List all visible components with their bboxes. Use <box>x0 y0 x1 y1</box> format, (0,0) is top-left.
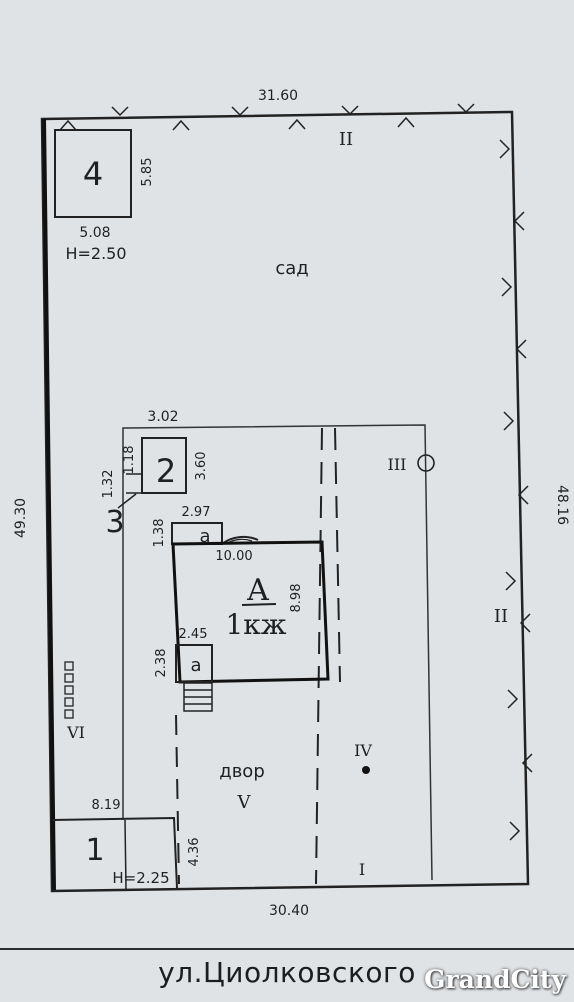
zone-IV: IV <box>354 741 372 760</box>
zone-I: I <box>359 860 365 879</box>
garden-label: сад <box>275 258 308 279</box>
annex-top-label: а <box>199 526 210 547</box>
building-3-number: 3 <box>105 505 124 540</box>
building-4-number: 4 <box>83 155 103 193</box>
building-4 <box>54 129 132 218</box>
building-1-height: H=2.25 <box>112 869 169 887</box>
house-depth: 8.98 <box>289 584 304 613</box>
bottom-left-length: 8.19 <box>92 798 121 813</box>
brand-watermark: GrandCity <box>424 965 566 994</box>
annex-top-depth: 1.38 <box>152 519 167 548</box>
stairs <box>183 682 213 712</box>
zone-III-marker <box>417 454 435 472</box>
zone-VI-marks <box>64 661 74 719</box>
yard-label: двор <box>219 761 265 782</box>
dashed-line-right <box>334 427 341 683</box>
annex-bottom-label: а <box>190 655 201 676</box>
house-letter: А <box>247 573 270 608</box>
zone-III: III <box>388 455 407 474</box>
house-letter-underline <box>241 603 277 606</box>
building-2 <box>141 437 187 494</box>
site-plan: 31.60 30.40 49.30 48.16 4 5.85 5.08 H=2.… <box>13 88 570 919</box>
right-length-label: 48.16 <box>554 485 570 525</box>
top-length-label: 31.60 <box>258 88 298 104</box>
building-1 <box>51 816 178 889</box>
bottom-length-label: 30.40 <box>269 903 309 919</box>
fence-marks-top <box>59 103 475 131</box>
zone-V: V <box>237 792 252 813</box>
zone-II-top: II <box>339 129 353 150</box>
left-length-label: 49.30 <box>13 498 29 538</box>
building-1-divider <box>124 819 127 890</box>
building-4-width: 5.08 <box>79 225 110 241</box>
inner-zone-outline <box>122 424 433 881</box>
plot-boundary <box>40 110 530 893</box>
building-3-dim: 1.32 <box>101 470 116 499</box>
annex-bottom-depth: 2.38 <box>154 649 169 678</box>
house-material: 1кж <box>225 608 286 641</box>
zone-IV-marker <box>362 766 370 774</box>
street-name: ул.Циолковского <box>0 948 574 1002</box>
building-2-number: 2 <box>156 452 176 490</box>
zone-II-right: II <box>494 606 508 627</box>
zone-VI: VI <box>66 723 85 742</box>
building-1-number: 1 <box>85 833 104 868</box>
annex-bottom <box>175 644 213 683</box>
building-4-depth: 5.85 <box>140 158 155 187</box>
plot-left-edge <box>42 118 56 891</box>
building-4-height: H=2.50 <box>65 244 126 263</box>
inner-zone-width: 3.02 <box>147 409 178 425</box>
fence-marks-right <box>499 139 533 841</box>
house-width: 10.00 <box>215 549 252 564</box>
dashed-line-center <box>315 427 323 885</box>
building-3-leader <box>117 493 137 509</box>
dashed-line-left <box>175 714 180 885</box>
annex-bottom-width: 2.45 <box>179 627 208 642</box>
main-house <box>171 540 330 684</box>
building-1-dim: 4.36 <box>187 838 202 867</box>
building-2-depth: 3.60 <box>194 452 209 481</box>
building-2-width: 1.18 <box>122 446 137 475</box>
annex-top-width: 2.97 <box>182 505 211 520</box>
annex-top <box>171 522 223 545</box>
